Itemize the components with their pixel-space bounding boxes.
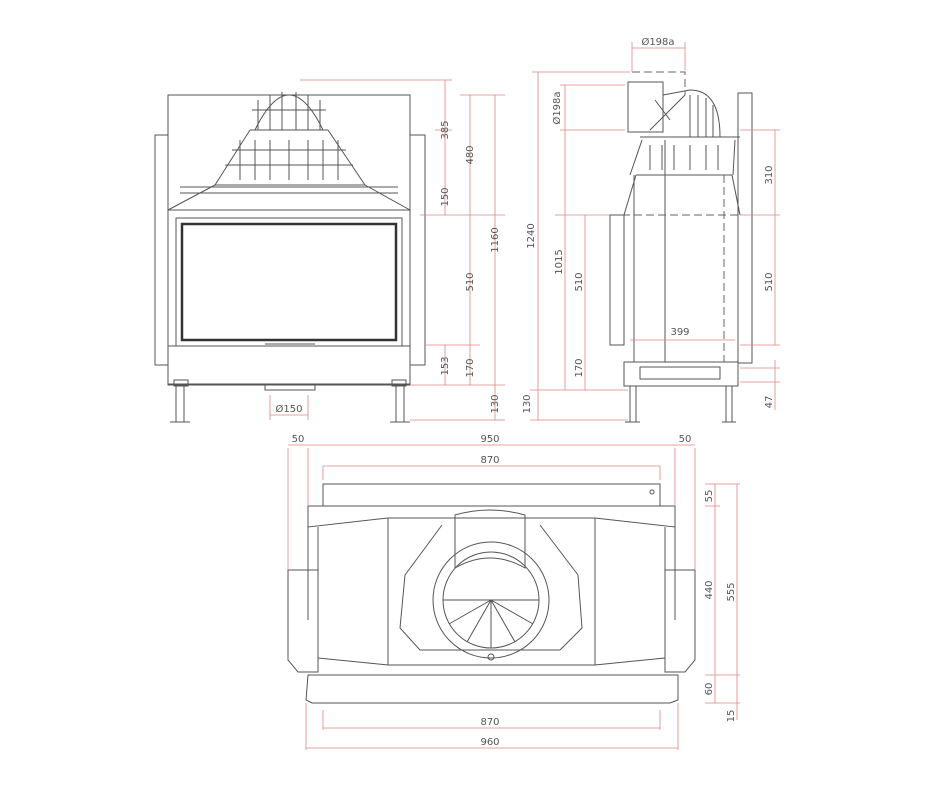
dim-1240: 1240 — [526, 223, 537, 248]
dim-130-side: 130 — [522, 394, 533, 413]
dim-1160: 1160 — [490, 227, 501, 252]
front-view: 385 150 480 510 170 153 1160 130 Ø150 — [154, 79, 505, 423]
dim-510: 510 — [465, 272, 476, 291]
dim-50-right: 50 — [679, 434, 692, 445]
dim-480: 480 — [465, 145, 476, 164]
dim-150: 150 — [440, 187, 451, 206]
dim-440: 440 — [704, 580, 715, 599]
flue-top-diameter: Ø198a — [641, 36, 674, 48]
flue-back-diameter: Ø198a — [551, 91, 563, 124]
dim-310: 310 — [764, 165, 775, 184]
dim-510-right: 510 — [764, 272, 775, 291]
dim-385: 385 — [440, 120, 451, 139]
dim-50-left: 50 — [292, 434, 305, 445]
dim-960: 960 — [480, 737, 499, 748]
dim-15: 15 — [726, 710, 737, 723]
dim-60: 60 — [704, 683, 715, 696]
dim-399: 399 — [670, 327, 689, 338]
dim-870-bottom: 870 — [480, 717, 499, 728]
dim-950: 950 — [480, 434, 499, 445]
dim-510-left: 510 — [574, 272, 585, 291]
side-view: Ø198a Ø198a 1240 1015 510 170 130 399 31… — [522, 36, 780, 423]
dim-170-side: 170 — [574, 358, 585, 377]
dim-153: 153 — [440, 356, 451, 375]
dim-47: 47 — [764, 396, 775, 409]
dim-870-top: 870 — [480, 455, 499, 466]
flue-diameter: Ø150 — [276, 403, 303, 415]
dim-55: 55 — [704, 490, 715, 503]
dim-555: 555 — [726, 582, 737, 601]
dim-1015: 1015 — [554, 249, 565, 274]
top-view: 50 950 50 870 55 440 555 60 15 870 960 — [287, 434, 740, 750]
dim-130: 130 — [490, 394, 501, 413]
dim-170: 170 — [465, 358, 476, 377]
